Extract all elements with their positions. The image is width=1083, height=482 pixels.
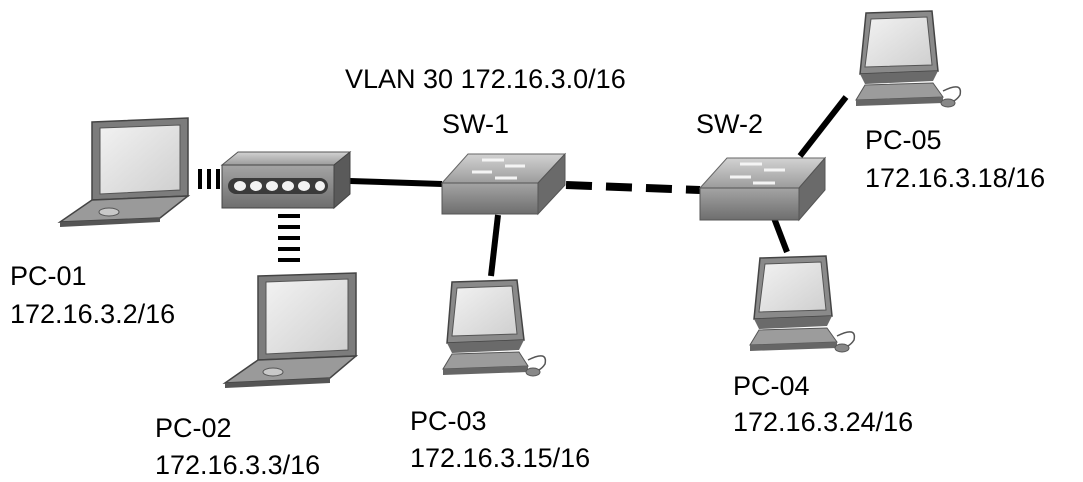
link-hub-sw1: [349, 178, 443, 187]
pc04-ip-label: 172.16.3.24/16: [733, 407, 914, 437]
pc03-name-label: PC-03: [410, 406, 487, 436]
link-sw1-sw2-dashed: [565, 181, 701, 194]
vlan-label: VLAN 30 172.16.3.0/16: [345, 64, 626, 94]
wireless-link-pc02-hub: [278, 214, 300, 262]
pc04-name-label: PC-04: [733, 371, 810, 401]
desktop-pc03-icon[interactable]: [442, 279, 547, 377]
link-sw1-pc03: [488, 214, 501, 277]
link-sw2-pc04: [771, 216, 790, 254]
switch-sw2-label: SW-2: [696, 109, 764, 139]
pc03-ip-label: 172.16.3.15/16: [410, 443, 591, 473]
laptop-pc02-icon[interactable]: [222, 272, 359, 388]
switch-sw2-icon[interactable]: [698, 156, 827, 222]
pc02-ip-label: 172.16.3.3/16: [155, 450, 321, 480]
switch-sw1-label: SW-1: [442, 109, 510, 139]
pc01-ip-label: 172.16.3.2/16: [10, 299, 176, 329]
wireless-link-pc01-hub: [198, 169, 220, 189]
hub-icon[interactable]: [220, 150, 352, 210]
desktop-pc05-icon[interactable]: [855, 10, 962, 108]
pc05-name-label: PC-05: [865, 125, 942, 155]
pc05-ip-label: 172.16.3.18/16: [865, 163, 1046, 193]
desktop-pc04-icon[interactable]: [749, 255, 856, 353]
laptop-pc01-icon[interactable]: [57, 117, 191, 227]
pc02-name-label: PC-02: [155, 413, 232, 443]
pc01-name-label: PC-01: [10, 261, 87, 291]
switch-sw1-icon[interactable]: [440, 152, 567, 216]
link-sw2-pc05: [797, 95, 849, 158]
